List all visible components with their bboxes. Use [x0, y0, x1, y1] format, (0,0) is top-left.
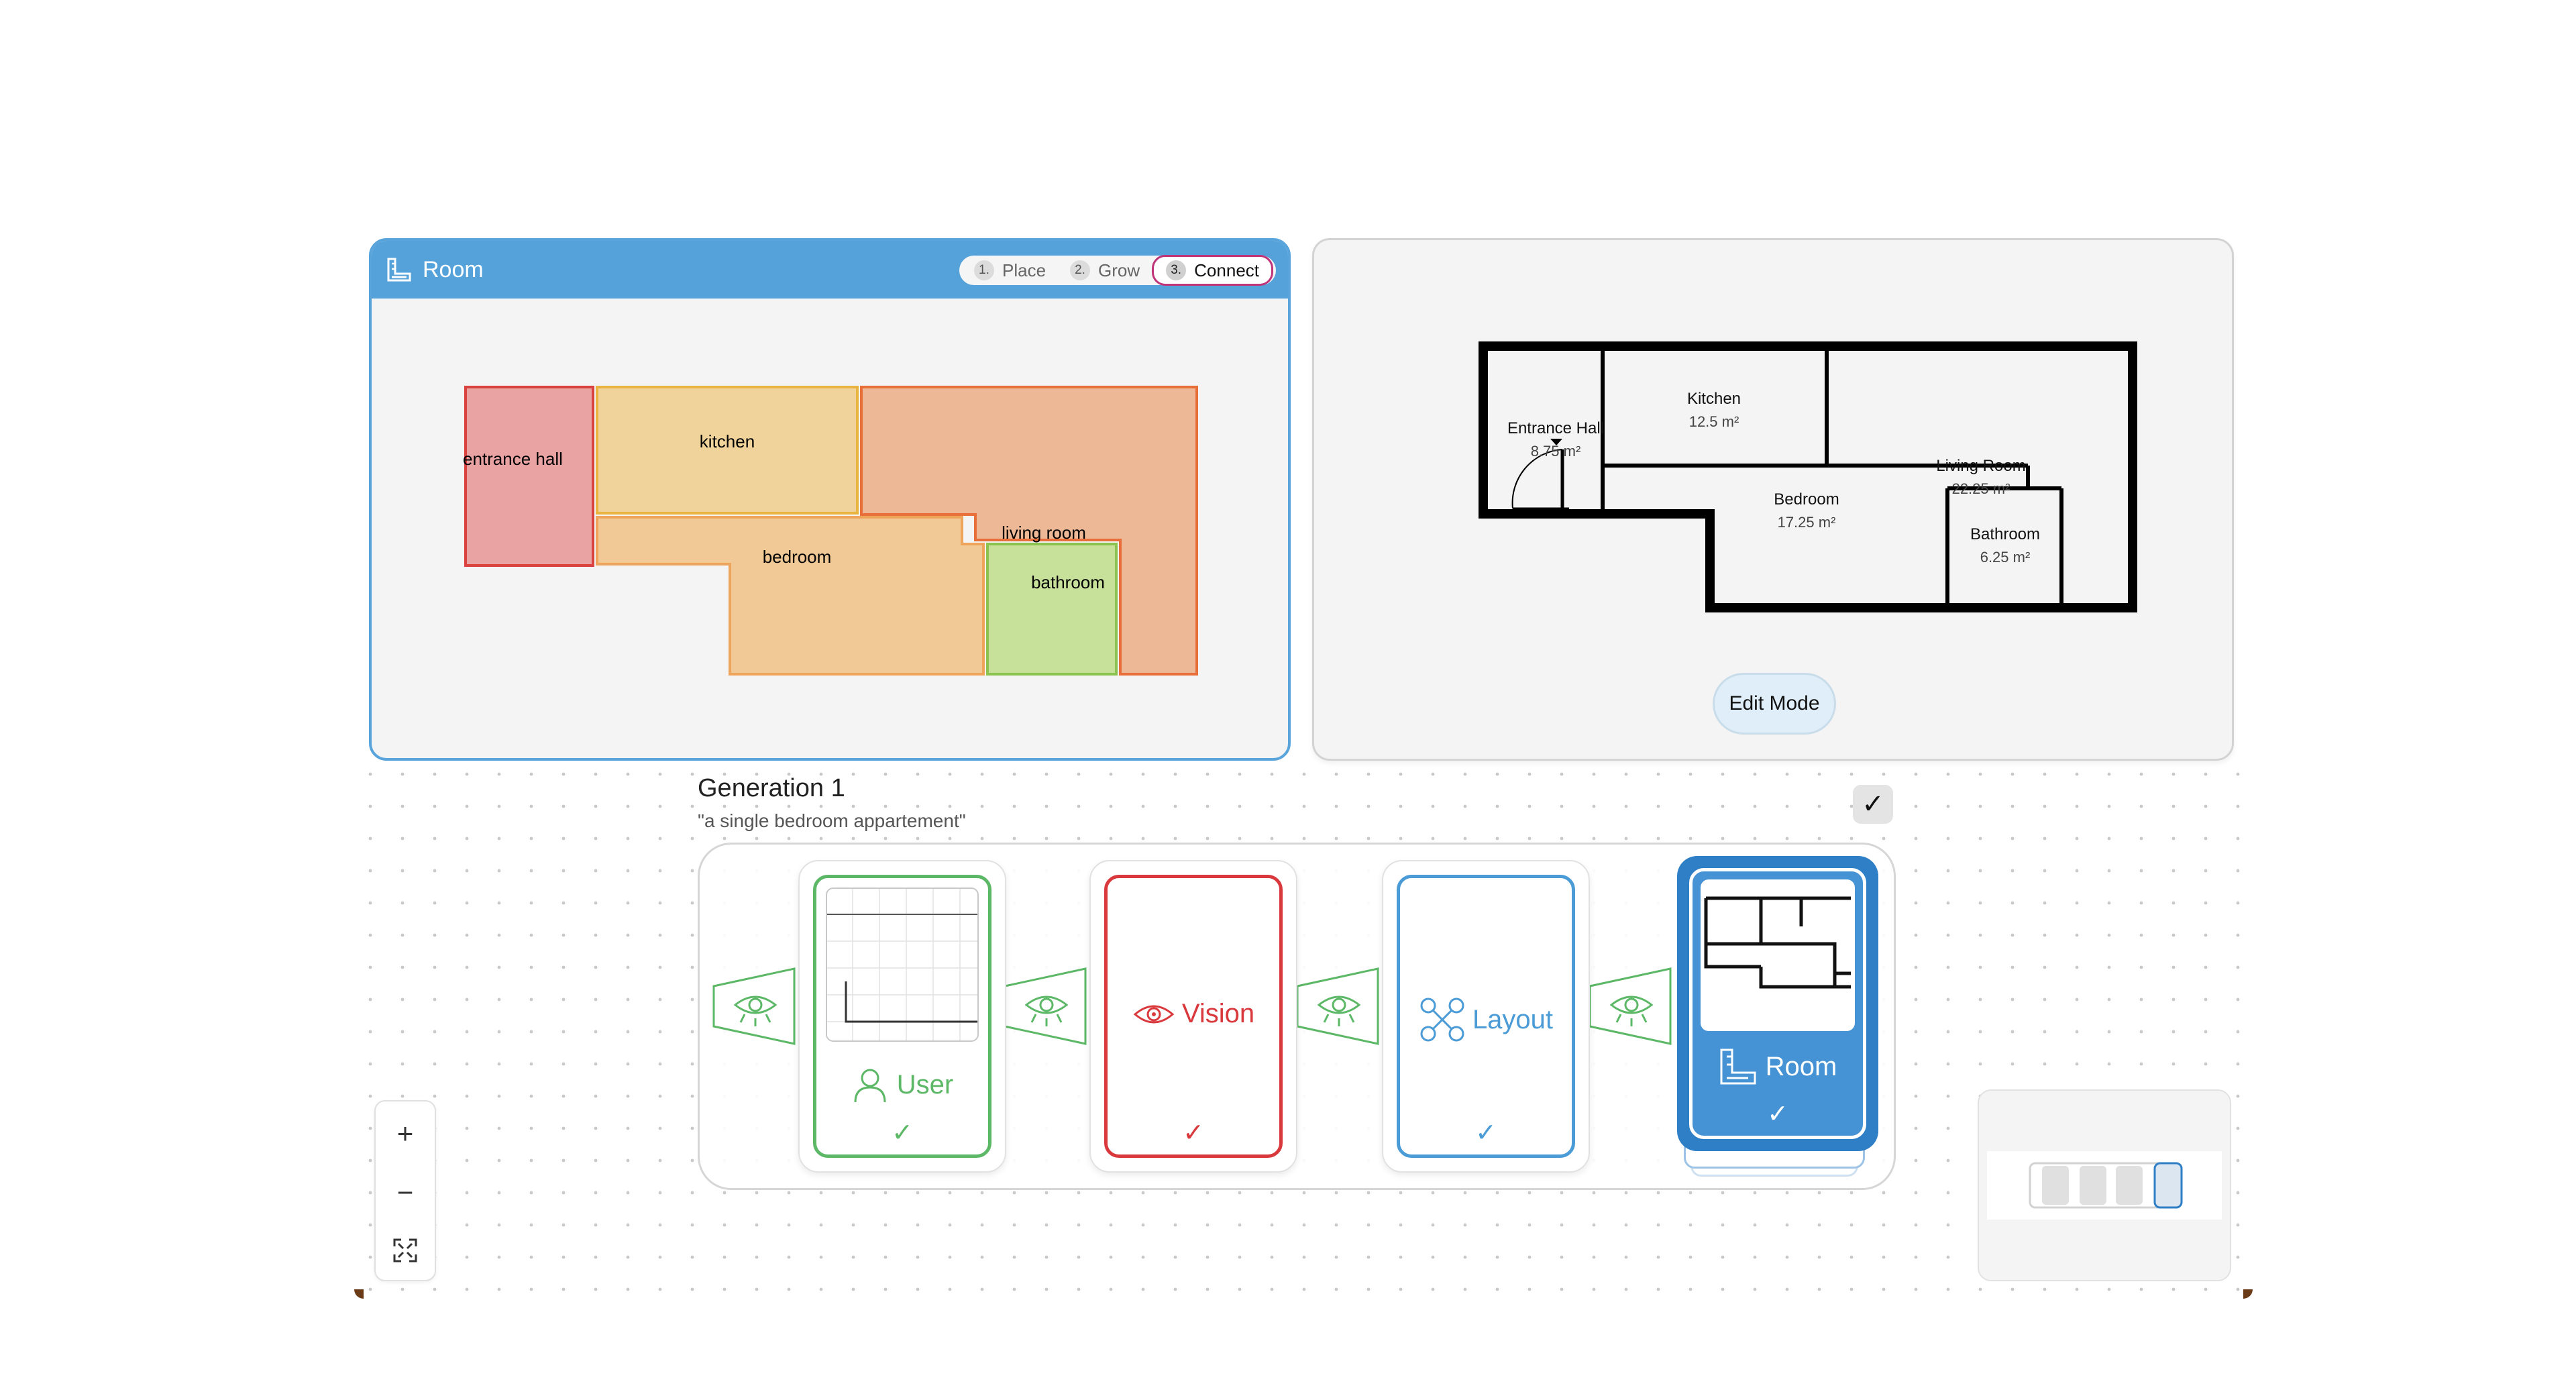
eye-connector-icon[interactable]	[711, 966, 798, 1046]
plan-room-name: Bathroom	[1970, 525, 2040, 543]
fit-view-icon	[393, 1238, 417, 1262]
user-sketch-thumbnail	[826, 888, 979, 1042]
room-panel-header: Room 1. Place 2. Grow 3. Connect	[372, 241, 1288, 299]
eye-connector-icon[interactable]	[1587, 966, 1674, 1046]
plan-room-area: 6.25 m²	[1980, 549, 2031, 566]
room-card-label-row: Room	[1693, 1047, 1863, 1086]
vision-card-check: ✓	[1183, 1119, 1204, 1147]
room-block-kitchen[interactable]	[596, 386, 859, 515]
edit-mode-button[interactable]: Edit Mode	[1713, 673, 1836, 735]
step-label: Connect	[1194, 260, 1259, 280]
step-switcher: 1. Place 2. Grow 3. Connect	[959, 255, 1276, 286]
plan-room-area: 8.75 m²	[1531, 443, 1581, 460]
step-number: 3.	[1166, 260, 1187, 280]
plan-room-name: Kitchen	[1687, 390, 1741, 408]
room-label-living-room: living room	[1002, 523, 1086, 543]
floorplan-panel: Entrance Hall 8.75 m² Kitchen 12.5 m² Li…	[1312, 238, 2234, 761]
plan-room-name: Entrance Hall	[1507, 419, 1604, 437]
room-card-check: ✓	[1767, 1100, 1788, 1128]
room-label-kitchen: kitchen	[700, 431, 755, 451]
plan-room-name: Bedroom	[1774, 490, 1839, 508]
layout-card-label: Layout	[1472, 1004, 1554, 1034]
minimap-view	[1987, 1151, 2222, 1220]
room-label-bathroom: bathroom	[1031, 572, 1105, 592]
fit-view-button[interactable]	[376, 1224, 435, 1277]
plan-room-area: 12.5 m²	[1689, 413, 1739, 430]
zoom-in-button[interactable]: +	[396, 1118, 414, 1149]
layout-graph-icon	[1420, 998, 1464, 1042]
layout-card[interactable]: Layout ✓	[1382, 860, 1590, 1173]
eye-icon	[1133, 1005, 1175, 1023]
plan-room-area: 22.25 m²	[1952, 480, 2010, 497]
user-card[interactable]: User ✓	[798, 860, 1006, 1173]
room-label-entrance-hall: entrance hall	[463, 449, 563, 469]
room-card[interactable]: Room ✓	[1677, 856, 1878, 1151]
vision-card-frame: Vision ✓	[1104, 875, 1283, 1158]
layout-card-label-row: Layout	[1400, 996, 1572, 1043]
user-card-label: User	[896, 1069, 954, 1099]
floorplan-drawing: Entrance Hall 8.75 m² Kitchen 12.5 m² Li…	[1479, 341, 2137, 612]
zoom-controls: + −	[374, 1100, 436, 1281]
room-label-bedroom: bedroom	[763, 547, 832, 567]
room-icon	[387, 258, 411, 282]
user-card-check: ✓	[892, 1119, 913, 1147]
room-plan-thumbnail	[1701, 879, 1855, 1031]
minimap-nodes	[2029, 1162, 2183, 1209]
room-block-bedroom[interactable]	[596, 516, 985, 676]
vision-card-label-row: Vision	[1108, 999, 1279, 1029]
room-layout-canvas[interactable]: entrance hall kitchen living room bedroo…	[372, 299, 1288, 759]
step-number: 1.	[973, 260, 994, 280]
layout-card-frame: Layout ✓	[1397, 875, 1575, 1158]
room-card-frame: Room ✓	[1689, 868, 1866, 1139]
step-number: 2.	[1070, 260, 1091, 280]
user-card-frame: User ✓	[813, 875, 991, 1158]
plan-room-area: 17.25 m²	[1778, 514, 1836, 531]
step-grow[interactable]: 2. Grow	[1058, 257, 1152, 284]
room-card-label: Room	[1765, 1051, 1837, 1081]
door-swing-icon	[1511, 439, 1569, 510]
room-panel: Room 1. Place 2. Grow 3. Connect entra	[369, 238, 1291, 761]
user-card-label-row: User	[816, 1066, 988, 1104]
plan-room-name: Living Room	[1936, 457, 2025, 475]
step-label: Place	[1002, 260, 1046, 280]
generation-title: Generation 1	[698, 774, 845, 802]
room-block-living-room[interactable]	[860, 386, 1198, 676]
room-icon	[1720, 1048, 1756, 1085]
vision-card-label: Vision	[1181, 999, 1255, 1028]
zoom-out-button[interactable]: −	[396, 1177, 414, 1208]
step-connect[interactable]: 3. Connect	[1152, 255, 1273, 286]
generation-prompt: "a single bedroom appartement"	[698, 810, 966, 831]
room-panel-title: Room	[423, 256, 484, 282]
generation-accept-button[interactable]: ✓	[1853, 785, 1893, 824]
step-place[interactable]: 1. Place	[962, 257, 1058, 284]
eye-connector-icon[interactable]	[1295, 966, 1382, 1046]
room-block-bathroom[interactable]	[986, 543, 1118, 676]
layout-card-check: ✓	[1475, 1119, 1497, 1147]
eye-connector-icon[interactable]	[1002, 966, 1089, 1046]
minimap[interactable]	[1978, 1089, 2231, 1281]
vision-card[interactable]: Vision ✓	[1089, 860, 1297, 1173]
room-block-entrance-hall[interactable]	[464, 386, 594, 567]
user-icon	[854, 1069, 886, 1103]
step-label: Grow	[1098, 260, 1140, 280]
